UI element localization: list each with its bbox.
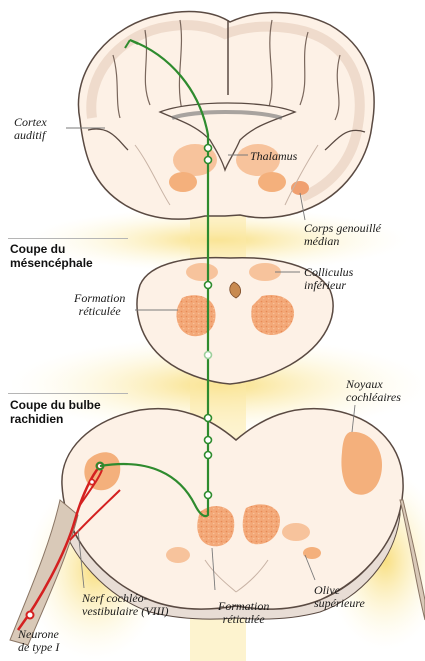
colliculus-left [186, 263, 218, 281]
section-rule-mesencephale [8, 238, 128, 239]
olive-superieure-right [282, 523, 310, 541]
section-label-bulbe: Coupe du bulbe rachidien [10, 398, 101, 426]
label-colliculus: Colliculus inférieur [304, 266, 353, 292]
label-olive-superieure: Olive supérieure [314, 584, 365, 610]
label-neurone-type-1: Neurone de type I [18, 628, 59, 654]
label-cortex-auditif: Cortex auditif [14, 116, 47, 142]
label-formation-reticulee-top: Formation réticulée [74, 292, 125, 318]
label-formation-reticulee-bottom: Formation réticulée [218, 600, 269, 626]
section-label-mesencephale: Coupe du mésencéphale [10, 242, 93, 270]
label-noyaux-cochleaires: Noyaux cochléaires [346, 378, 401, 404]
label-nerf-cochleo: Nerf cochléo- vestibulaire (VIII) [82, 592, 169, 618]
section-rule-bulbe [8, 393, 128, 394]
reticular-formation-medulla-left [197, 506, 234, 546]
label-corps-genouille: Corps genouillé médian [304, 222, 381, 248]
reticular-formation-midbrain-left [177, 295, 216, 336]
olive-superieure-left [166, 547, 190, 563]
label-thalamus: Thalamus [250, 150, 297, 163]
brain-coronal-section [78, 11, 374, 219]
type-i-neuron-soma [27, 612, 34, 619]
